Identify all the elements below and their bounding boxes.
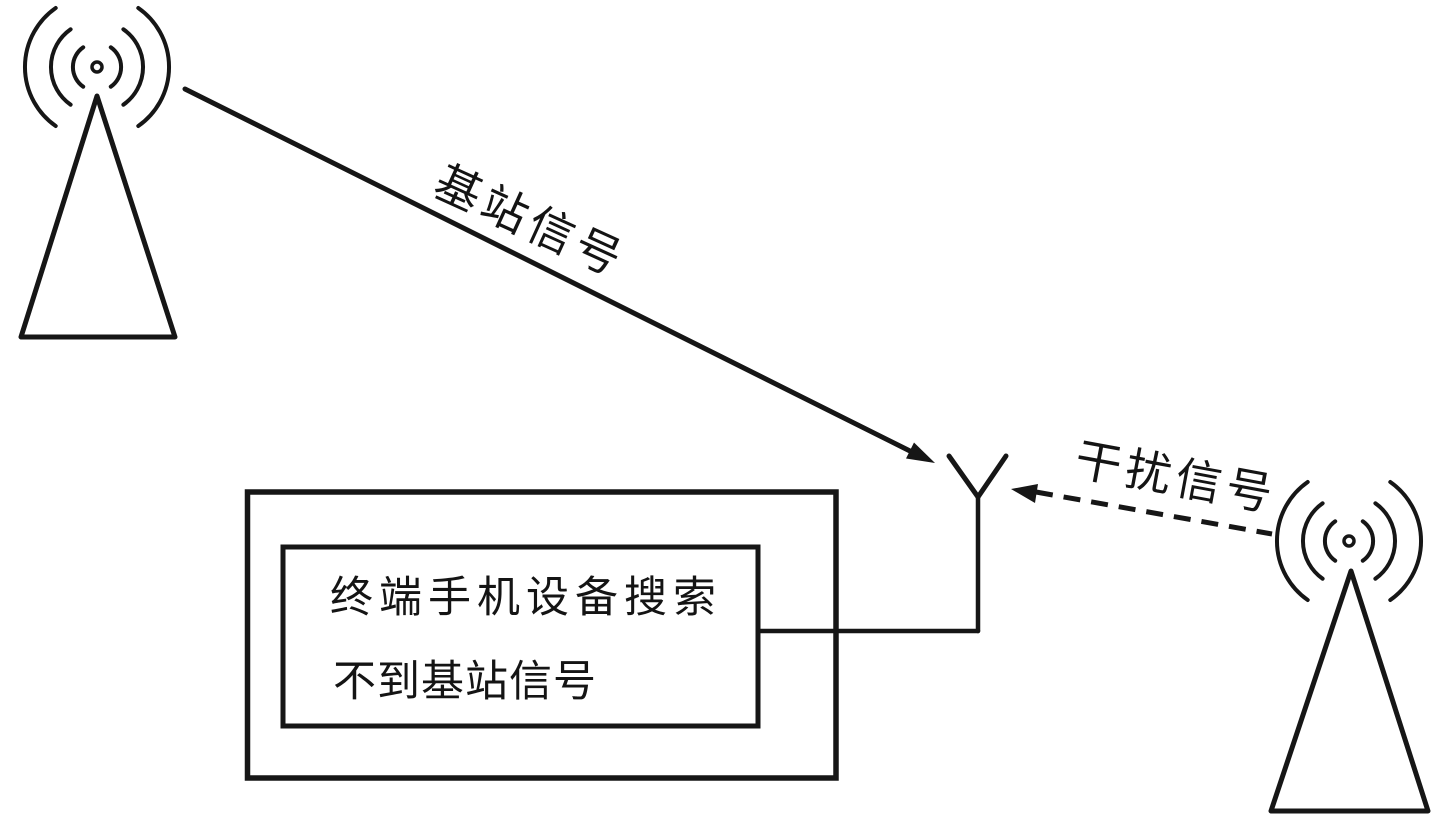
interference-station-tower-icon: [1268, 480, 1431, 814]
terminal-inner-box: [280, 544, 761, 729]
antenna-arms: [946, 453, 1009, 502]
interference-signal-arrow: [1011, 484, 1273, 537]
base-signal-line: [182, 86, 915, 455]
radio-waves-icon: [1274, 480, 1424, 602]
tower-triangle: [1268, 568, 1431, 814]
antenna-dot: [90, 60, 104, 74]
terminal-antenna-icon: [755, 453, 1009, 634]
antenna-dot: [1342, 534, 1356, 548]
terminal-outer-box: [244, 489, 839, 781]
terminal-box-text-line2: 不到基站信号: [333, 657, 597, 707]
base-station-tower-icon: [18, 6, 178, 340]
radio-waves-icon: [22, 6, 172, 128]
base-signal-arrow: [182, 86, 935, 463]
interference-signal-dashed-line: [1035, 489, 1273, 537]
terminal-box-text-line1: 终端手机设备搜索: [330, 573, 722, 623]
arrowhead-icon: [1011, 484, 1038, 503]
tower-triangle: [18, 93, 178, 340]
arrowhead-icon: [906, 442, 935, 463]
